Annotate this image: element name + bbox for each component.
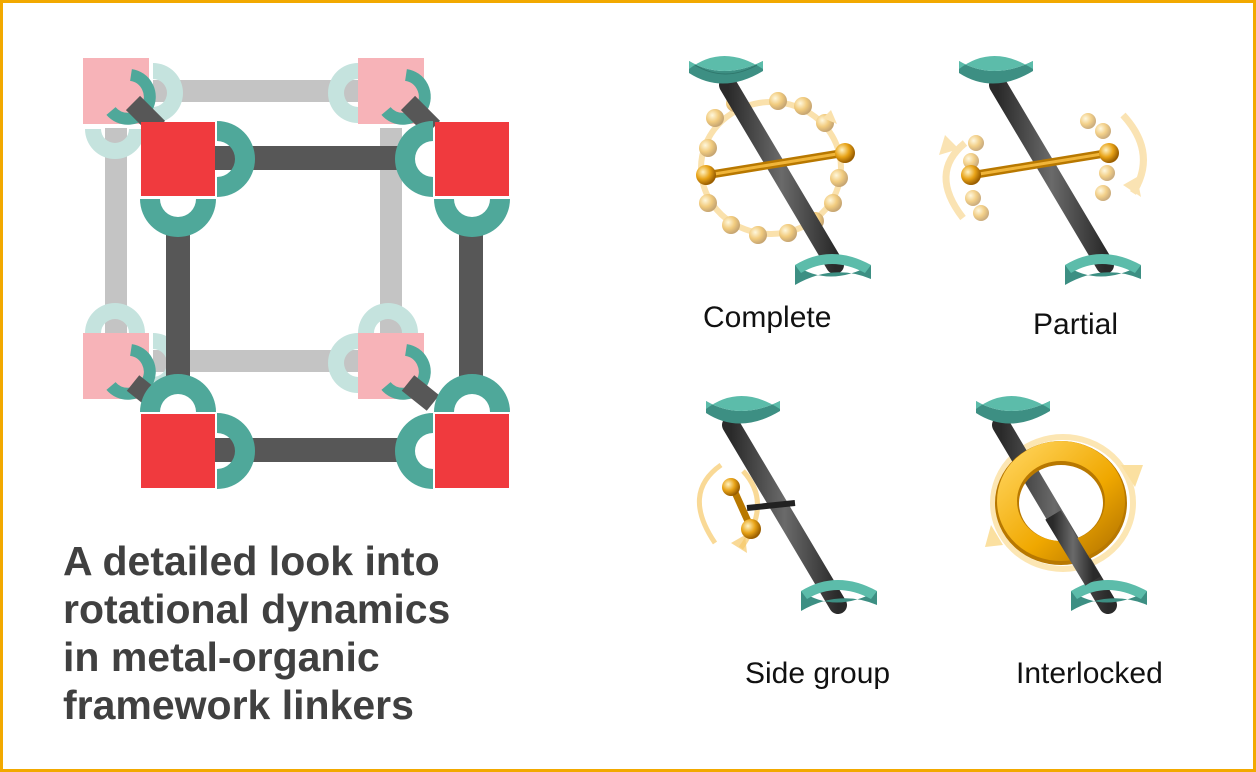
- label-partial: Partial: [1033, 308, 1119, 341]
- front-connectors: [140, 121, 510, 489]
- mof-cube-diagram: [83, 58, 510, 489]
- side-group-rotor: [697, 462, 796, 553]
- headline-line-3: in metal-organic: [63, 634, 380, 680]
- label-interlocked: Interlocked: [1016, 657, 1163, 690]
- label-side-group: Side group: [745, 657, 891, 690]
- label-complete: Complete: [703, 301, 832, 334]
- partial-rotation-icon: [939, 56, 1147, 285]
- back-connectors: [85, 63, 418, 393]
- headline: A detailed look into rotational dynamics…: [63, 537, 583, 729]
- figure-canvas: [83, 56, 1147, 614]
- partial-ghost-balls: [939, 112, 1147, 221]
- headline-line-4: framework linkers: [63, 682, 414, 728]
- headline-line-1: A detailed look into: [63, 538, 440, 584]
- interlocked-rotation-icon: [976, 396, 1147, 614]
- front-metal-nodes: [141, 122, 509, 488]
- headline-line-2: rotational dynamics: [63, 586, 451, 632]
- complete-rotation-icon: [689, 56, 871, 285]
- side-group-rotation-icon: [697, 396, 877, 614]
